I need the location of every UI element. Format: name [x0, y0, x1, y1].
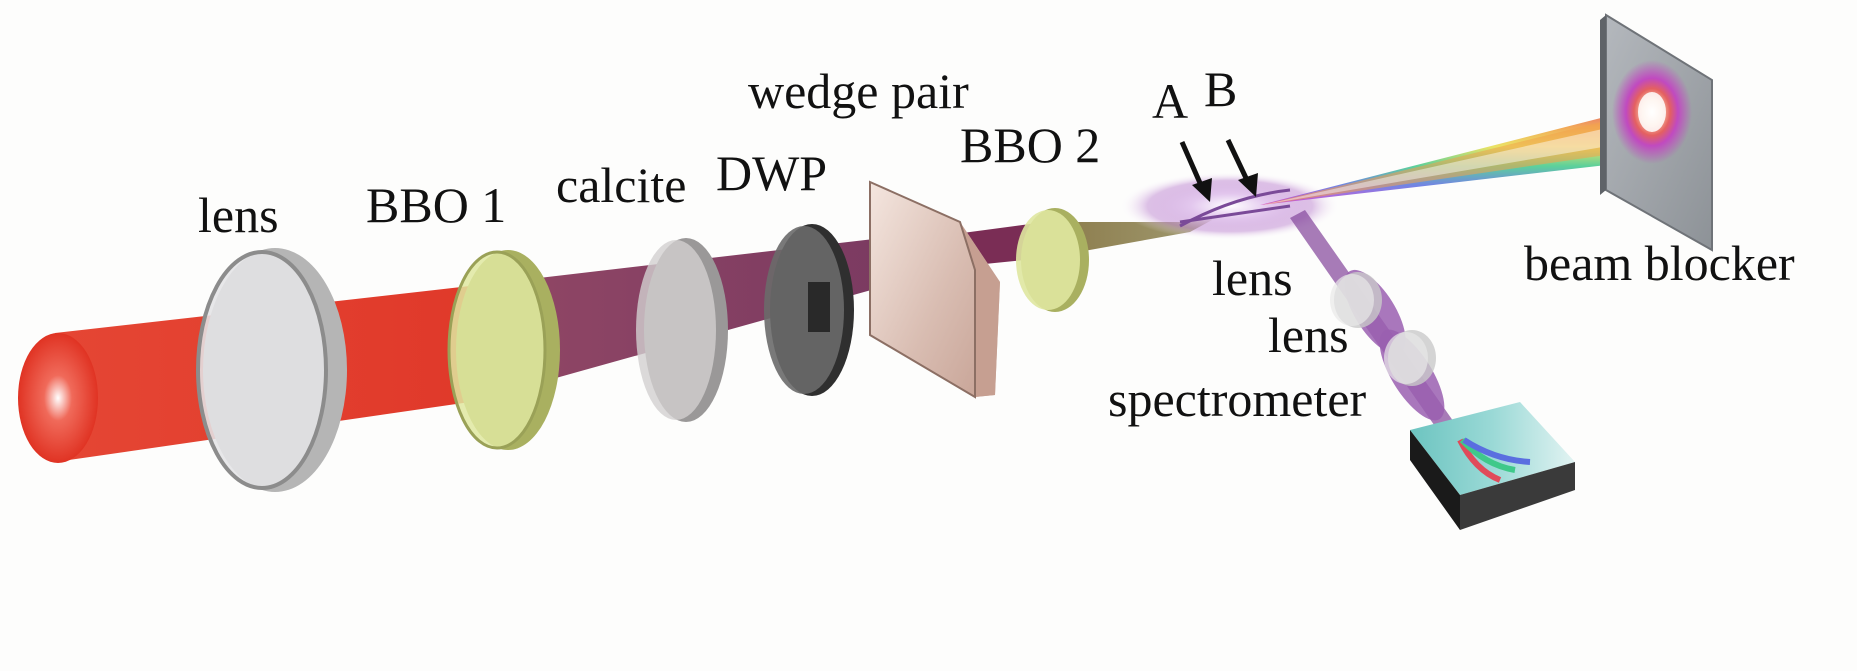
label-point-a: A: [1152, 73, 1188, 129]
spectrometer-device: [1410, 402, 1575, 530]
crossing-region: [1120, 172, 1340, 240]
label-lens-1: lens: [198, 187, 279, 243]
label-bbo-1: BBO 1: [366, 177, 506, 233]
beam-blocker-screen: [1600, 13, 1713, 252]
output-beams: [1260, 108, 1650, 205]
arrow-b: [1225, 138, 1258, 197]
arrow-a: [1179, 140, 1212, 202]
label-calcite: calcite: [556, 157, 686, 213]
label-dwp: DWP: [716, 145, 827, 201]
calcite-plate: [636, 238, 728, 422]
label-lens-2: lens: [1212, 250, 1293, 306]
beam-entrance-face: [18, 333, 98, 463]
label-point-b: B: [1204, 61, 1237, 117]
glow-halo: [1120, 172, 1340, 240]
wedge-pair: [869, 180, 1000, 399]
bbo-2-crystal: [1016, 208, 1089, 312]
lens-2: [1330, 272, 1382, 328]
label-spectrometer: spectrometer: [1108, 371, 1367, 427]
dwp-plate: [764, 224, 854, 396]
label-bbo-2: BBO 2: [960, 117, 1100, 173]
label-beam-blocker: beam blocker: [1524, 235, 1795, 291]
beam-cross-2: [1179, 204, 1291, 224]
label-wedge-pair: wedge pair: [748, 63, 969, 119]
lens-1: [196, 248, 347, 492]
label-lens-3: lens: [1268, 307, 1349, 363]
lens-3: [1384, 330, 1436, 386]
bbo-1-crystal: [447, 250, 560, 450]
